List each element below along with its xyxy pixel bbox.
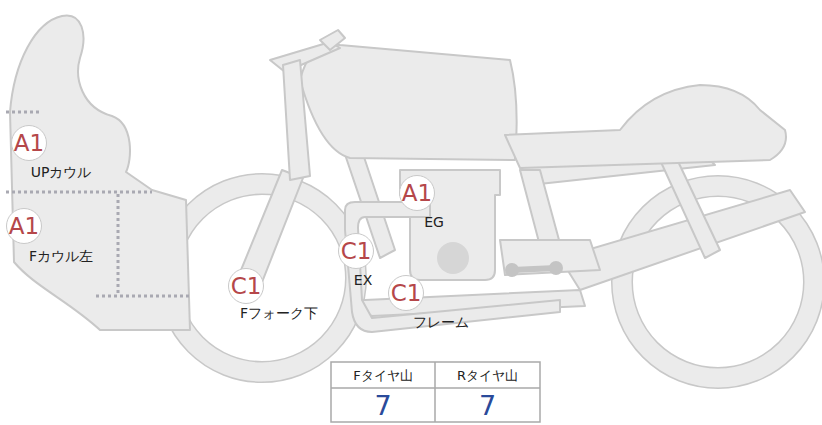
table-value: 7: [436, 389, 539, 421]
callout-code: A1: [7, 209, 41, 243]
callout-code: C1: [229, 269, 263, 303]
part-name: Fカウル左: [29, 248, 93, 266]
callout-circle: A1Fカウル左: [6, 208, 42, 244]
callout-circle: C1フレーム: [388, 275, 424, 311]
part-name: UPカウル: [31, 164, 92, 182]
callout-circle: C1EX: [338, 233, 374, 269]
table-header: Fタイヤ山: [332, 363, 434, 388]
table-header: Rタイヤ山: [436, 363, 539, 388]
callout-circle: A1UPカウル: [11, 125, 47, 161]
part-name: フレーム: [413, 314, 469, 332]
callout-code: A1: [400, 176, 434, 210]
callout-circle: A1EG: [399, 175, 435, 211]
callout-circle: C1Fフォーク下: [228, 268, 264, 304]
table-value: 7: [332, 389, 434, 421]
callout-code: C1: [389, 276, 423, 310]
callout-code: A1: [12, 126, 46, 160]
part-name: Fフォーク下: [240, 305, 318, 323]
callout-code: C1: [339, 234, 373, 268]
part-name: EG: [424, 214, 444, 230]
part-name: EX: [354, 272, 372, 288]
